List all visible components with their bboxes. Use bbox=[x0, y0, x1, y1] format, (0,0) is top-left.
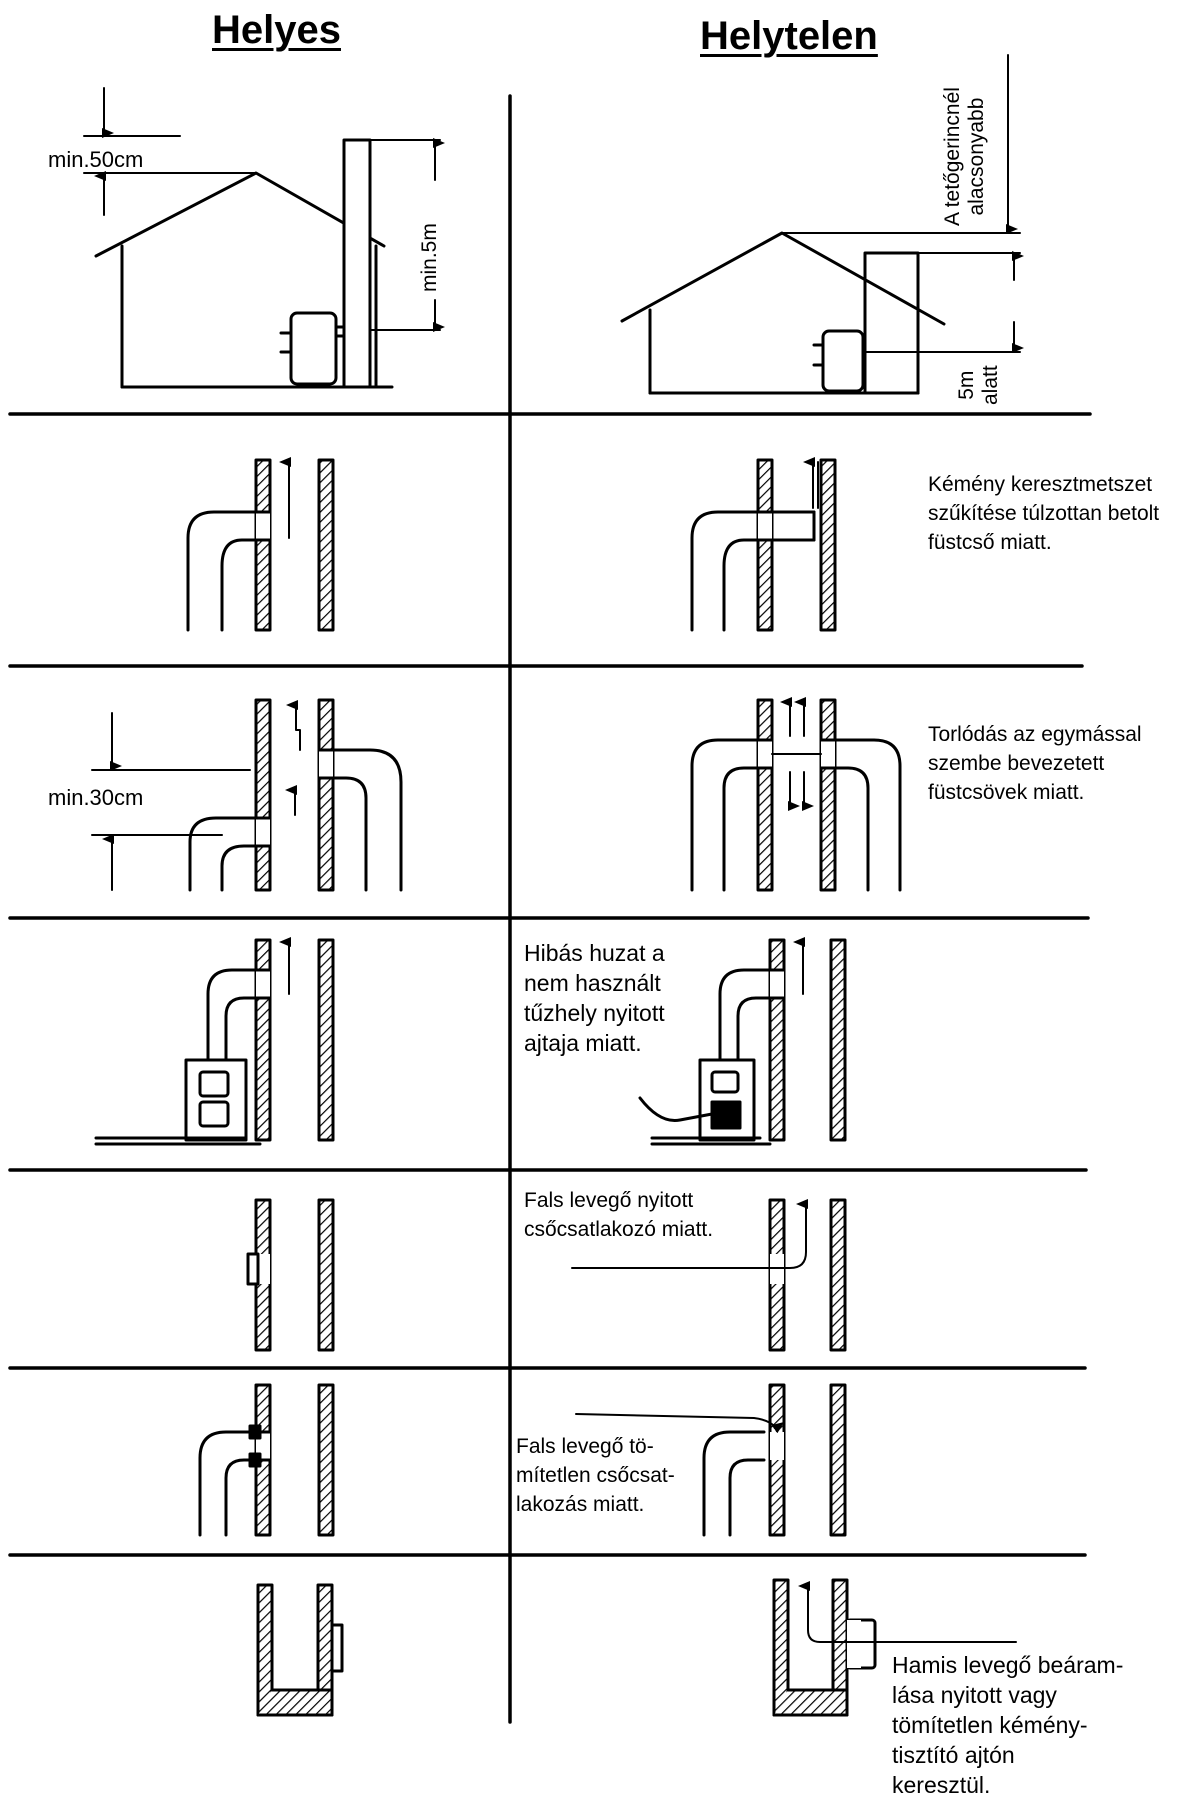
note-cleanout-line1: Hamis levegő beáram- bbox=[892, 1652, 1124, 1678]
label-under-5m-line2: alatt bbox=[979, 365, 1002, 405]
note-narrowing-line3: füstcső miatt. bbox=[928, 531, 1052, 554]
note-leaky-joint-line3: lakozás miatt. bbox=[516, 1493, 645, 1516]
note-leaky-joint-line2: mítetlen csőcsat- bbox=[516, 1464, 675, 1487]
leaky-joint-incorrect bbox=[575, 1383, 847, 1537]
pipe-too-deep bbox=[690, 457, 837, 632]
note-cleanout-line3: tömítetlen kémény- bbox=[892, 1712, 1088, 1738]
note-open-door-line2: nem használt bbox=[524, 970, 661, 996]
note-leaky-joint-line1: Fals levegő tö- bbox=[516, 1435, 654, 1458]
note-open-door: Hibás huzat a nem használt tűzhely nyito… bbox=[524, 938, 665, 1058]
label-chimney-min: min.5m bbox=[418, 223, 442, 292]
house-correct bbox=[83, 87, 445, 389]
label-under-5m-line1: 5m bbox=[955, 370, 978, 400]
label-chimney-min-text: min.5m bbox=[418, 223, 441, 292]
opposed-inlets-incorrect bbox=[690, 697, 902, 892]
note-cleanout-line4: tisztító ajtón bbox=[892, 1742, 1015, 1768]
note-open-socket-line2: csőcsatlakozó miatt. bbox=[524, 1218, 714, 1241]
label-under-5m: 5m alatt bbox=[955, 365, 1003, 405]
note-cleanout-line5: keresztül. bbox=[892, 1772, 991, 1798]
note-opposed-line3: füstcsövek miatt. bbox=[928, 781, 1085, 804]
note-open-socket-line1: Fals levegő nyitott bbox=[524, 1189, 694, 1212]
note-leaky-joint: Fals levegő tö- mítetlen csőcsat- lakozá… bbox=[516, 1432, 675, 1519]
note-narrowing: Kémény keresztmetszet szűkítése túlzotta… bbox=[928, 470, 1159, 557]
note-open-door-line4: ajtaja miatt. bbox=[524, 1030, 642, 1056]
label-below-ridge: A tetőgerincnél alacsonyabb bbox=[941, 87, 989, 226]
heading-incorrect: Helytelen bbox=[700, 14, 878, 58]
note-open-door-line1: Hibás huzat a bbox=[524, 940, 665, 966]
note-cleanout: Hamis levegő beáram- lása nyitott vagy t… bbox=[892, 1650, 1123, 1800]
offset-inlets-correct bbox=[91, 698, 403, 892]
note-open-socket: Fals levegő nyitott csőcsatlakozó miatt. bbox=[524, 1186, 713, 1244]
heading-correct: Helyes bbox=[212, 8, 341, 52]
cleanout-incorrect bbox=[772, 1578, 1017, 1717]
note-opposed-line2: szembe bevezetett bbox=[928, 752, 1105, 775]
label-ridge-min: min.50cm bbox=[48, 147, 144, 172]
open-socket-incorrect bbox=[571, 1198, 847, 1352]
note-opposed-line1: Torlódás az egymással bbox=[928, 723, 1142, 746]
stove-incorrect bbox=[638, 937, 847, 1146]
label-below-ridge-line1: A tetőgerincnél bbox=[941, 87, 964, 226]
sealed-joint-correct bbox=[198, 1383, 335, 1537]
note-cleanout-line2: lása nyitott vagy bbox=[892, 1682, 1057, 1708]
label-offset-min: min.30cm bbox=[48, 785, 144, 810]
note-narrowing-line2: szűkítése túlzottan betolt bbox=[928, 502, 1160, 525]
house-incorrect bbox=[620, 54, 1024, 395]
pipe-correct bbox=[186, 457, 335, 632]
stove-correct bbox=[94, 937, 335, 1146]
note-opposed: Torlódás az egymással szembe bevezetett … bbox=[928, 720, 1142, 807]
label-below-ridge-line2: alacsonyabb bbox=[965, 97, 988, 216]
note-open-door-line3: tűzhely nyitott bbox=[524, 1000, 665, 1026]
closed-socket-correct bbox=[246, 1198, 335, 1352]
grid-lines bbox=[8, 94, 1092, 1724]
cleanout-correct bbox=[256, 1583, 344, 1717]
note-narrowing-line1: Kémény keresztmetszet bbox=[928, 473, 1153, 496]
